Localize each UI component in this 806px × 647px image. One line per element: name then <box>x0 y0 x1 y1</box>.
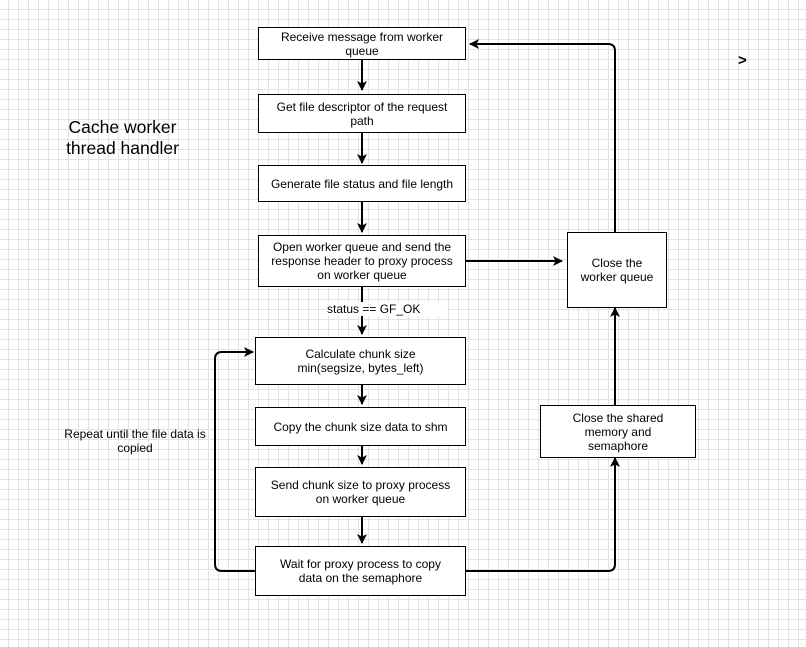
open-worker-queue-node[interactable]: Open worker queue and send the response … <box>258 235 466 287</box>
close-shared-memory-node[interactable]: Close the shared memory and semaphore <box>540 405 696 458</box>
receive-message-node[interactable]: Receive message from worker queue <box>258 27 466 60</box>
repeat-loop-label: Repeat until the file data is copied <box>64 427 206 455</box>
status-ok-label: status == GF_OK <box>327 302 447 316</box>
generate-file-status-node[interactable]: Generate file status and file length <box>258 165 466 202</box>
diagram-title-line1: Cache worker <box>68 117 177 137</box>
close-worker-queue-node[interactable]: Close the worker queue <box>567 232 667 308</box>
cursor-chevron-icon: > <box>738 52 747 69</box>
edge-repeat-loop <box>214 347 255 572</box>
calculate-chunk-size-node[interactable]: Calculate chunk size min(segsize, bytes_… <box>255 337 466 385</box>
diagram-title: Cache worker thread handler <box>40 117 205 159</box>
edge-closequeue-to-receive <box>469 39 616 232</box>
edge-waitproxy-to-closeshm <box>466 457 620 572</box>
send-chunk-size-node[interactable]: Send chunk size to proxy process on work… <box>255 467 466 517</box>
get-file-descriptor-node[interactable]: Get file descriptor of the request path <box>258 94 466 133</box>
wait-for-proxy-node[interactable]: Wait for proxy process to copy data on t… <box>255 546 466 596</box>
diagram-title-line2: thread handler <box>66 138 179 158</box>
copy-chunk-to-shm-node[interactable]: Copy the chunk size data to shm <box>255 407 466 446</box>
